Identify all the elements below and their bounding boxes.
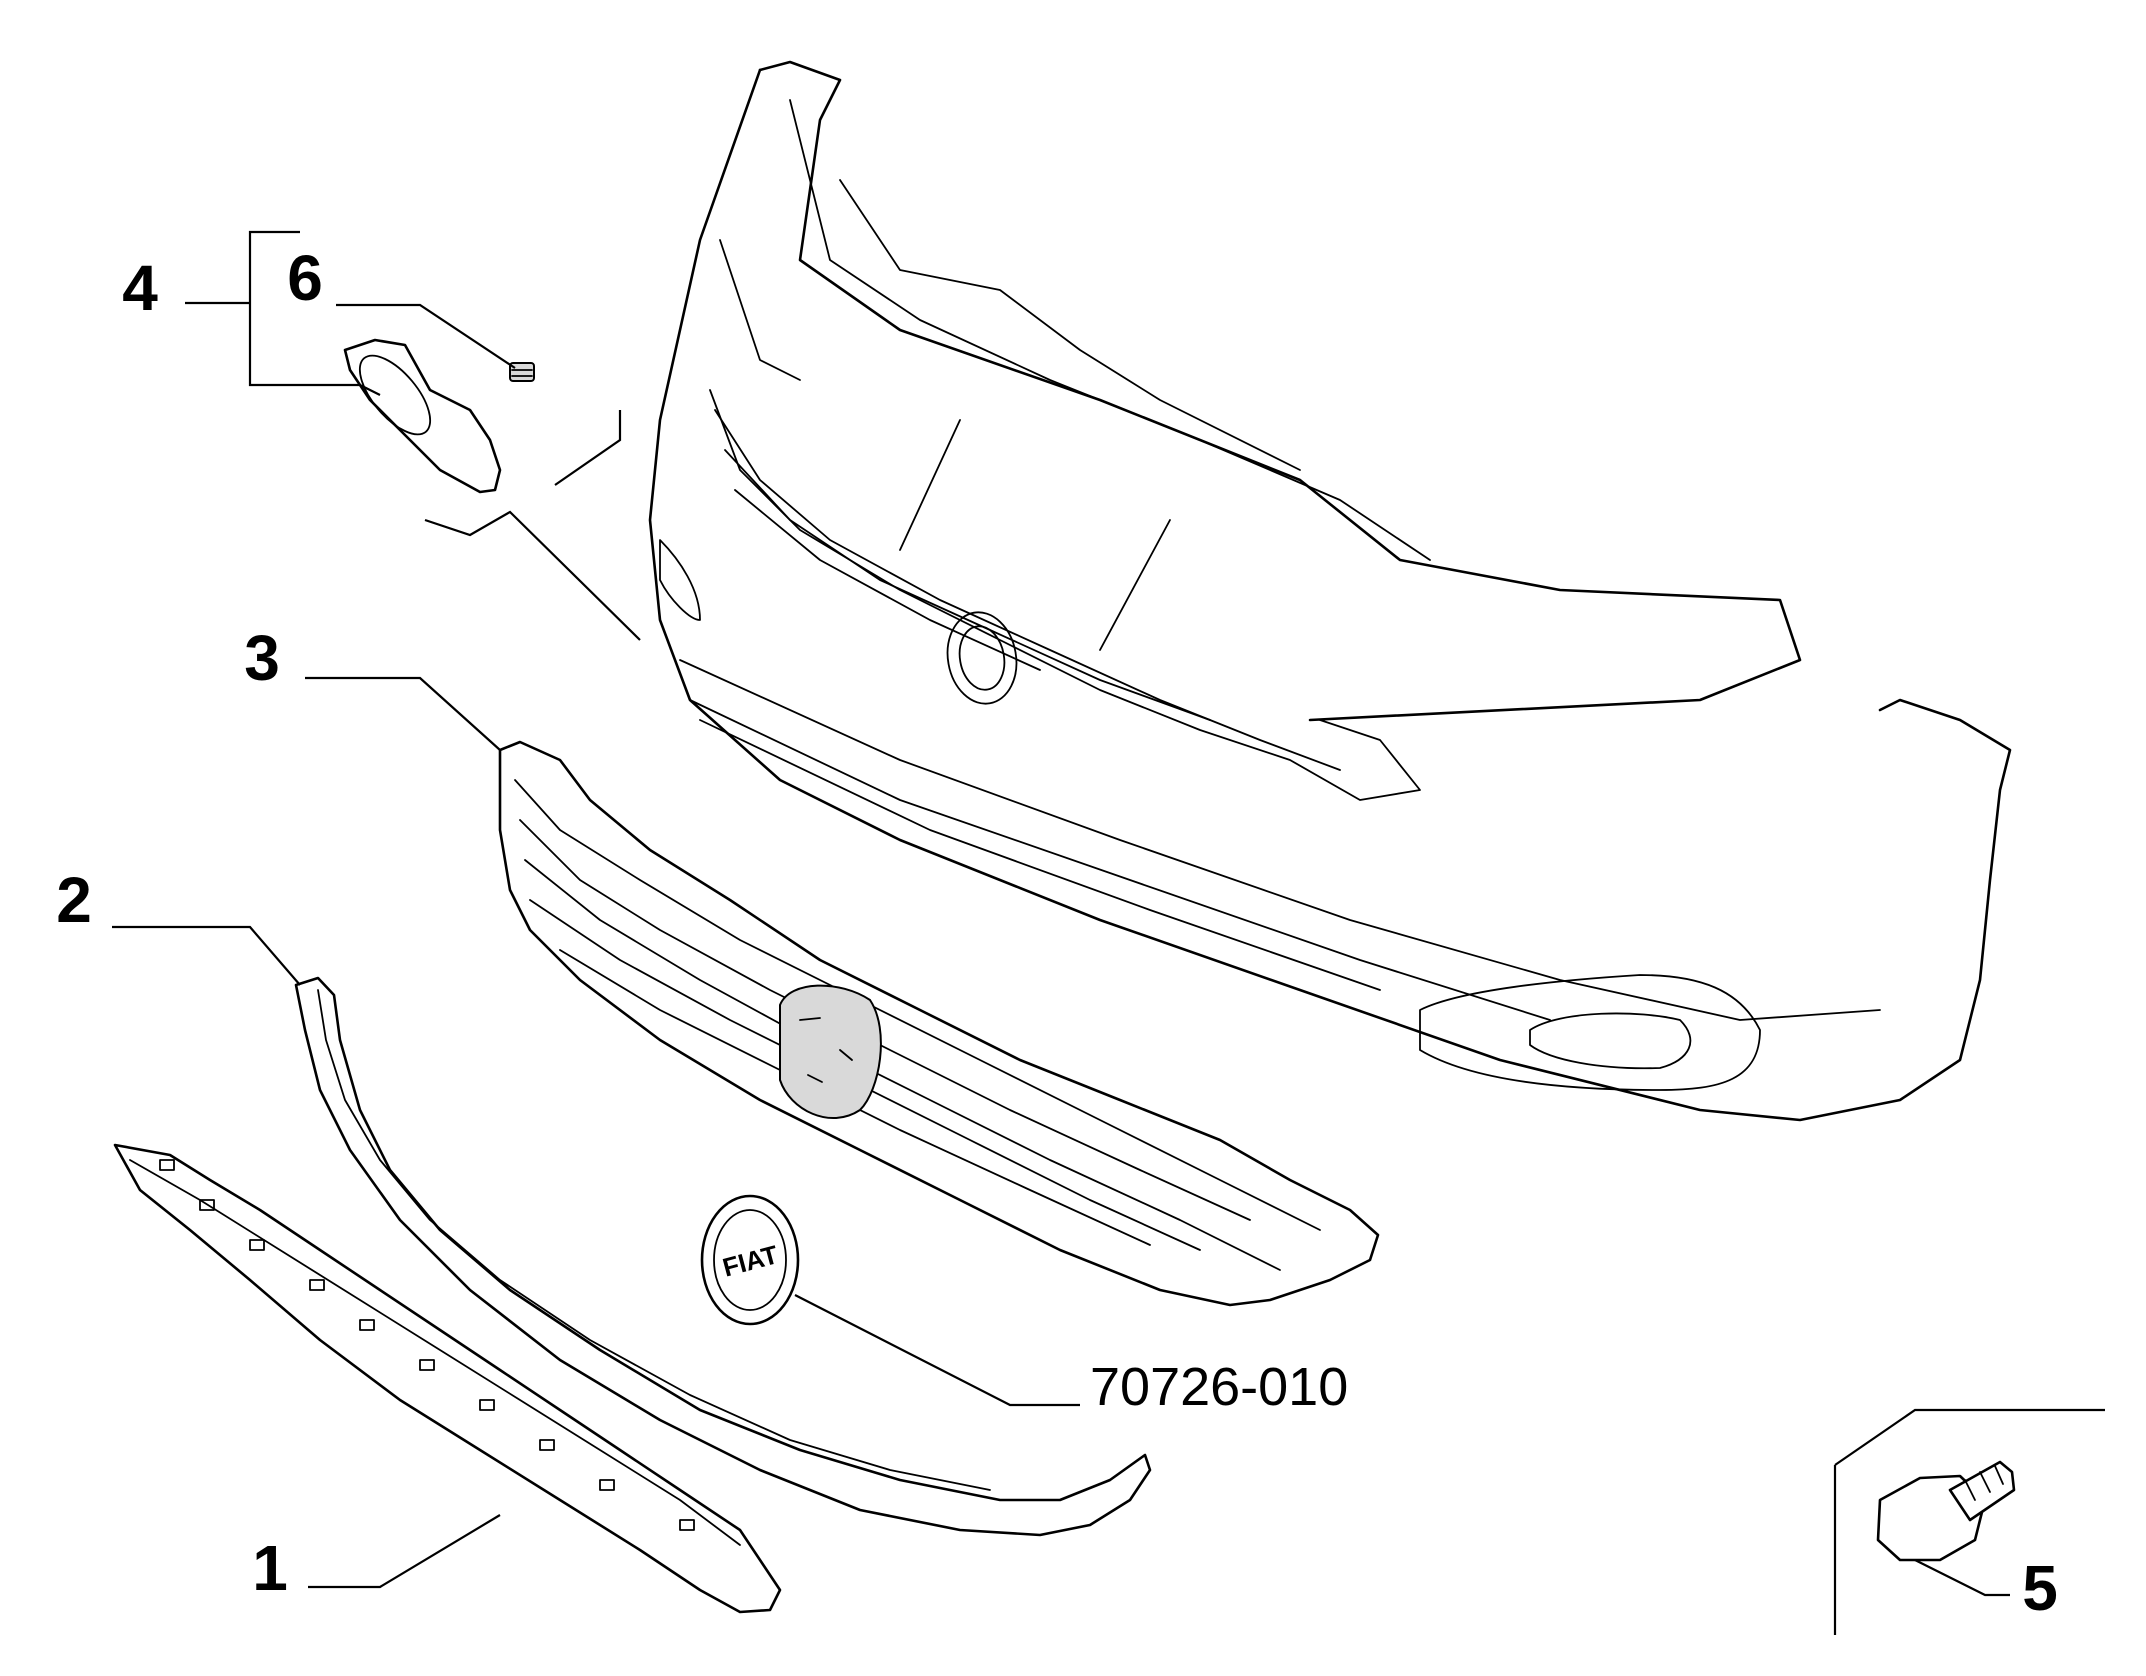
clip (509, 362, 535, 382)
front-bumper (648, 60, 2012, 1122)
bracket-insert (343, 338, 502, 494)
lower-trim-moulding (113, 1143, 782, 1614)
callout-labels: 1 2 3 4 5 6 70726-010 (56, 242, 2058, 1624)
callout-1: 1 (252, 1532, 288, 1604)
callout-4: 4 (122, 252, 158, 324)
callout-5: 5 (2022, 1552, 2058, 1624)
reference-code: 70726-010 (1090, 1357, 1348, 1417)
trim-clips (159, 1159, 695, 1531)
callout-6: 6 (287, 242, 323, 314)
callout-2: 2 (56, 864, 92, 936)
callout-3: 3 (244, 622, 280, 694)
bolt (1876, 1460, 2016, 1562)
front-grille (498, 740, 1380, 1307)
grille-trim-strip (294, 976, 1152, 1537)
fiat-emblem: FIAT (700, 1194, 800, 1326)
leader-lines (112, 230, 2105, 1635)
